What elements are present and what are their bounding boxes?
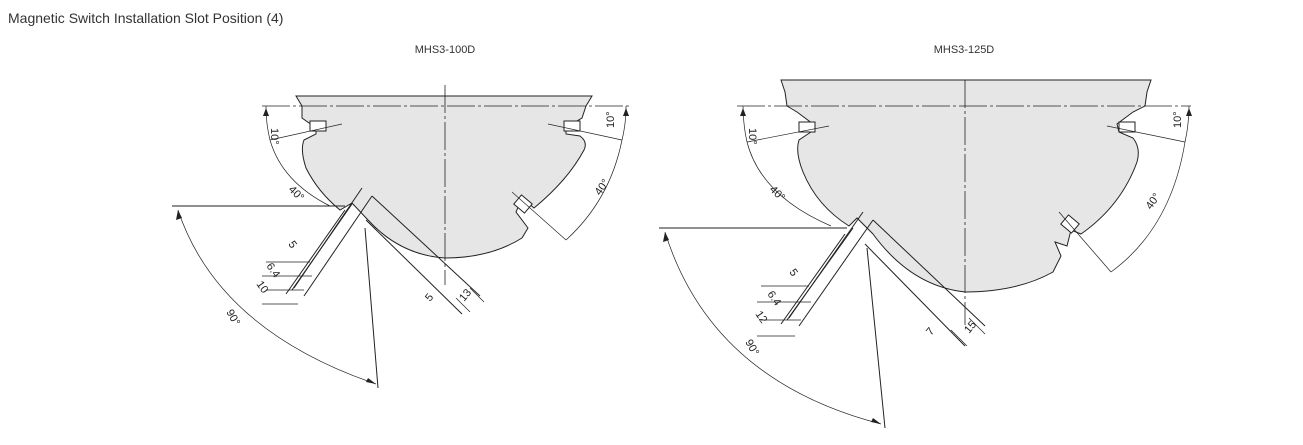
angle-label-bottom: 90° [223,308,242,328]
slot-top-left [798,121,816,133]
diagram-svg-100d: MHS3-100D 10° 10° 40° 40° 90° [172,44,630,389]
slot-line-top-left [269,123,343,141]
diagonal-slot [780,211,986,347]
diagram-mhs3-125d: MHS3-125D 10° 10° 40° 40° 90° [651,0,1302,445]
ref-line-90-vertical [364,227,379,389]
angle-label-right: 40° [1144,191,1163,212]
dim-label-d4: 5 [423,292,436,304]
dim-label-d1: 5 [286,239,299,251]
ref-line-90-vertical [866,247,886,429]
cylinder-body [780,79,1152,293]
arc-90 [177,209,377,385]
page-title: Magnetic Switch Installation Slot Positi… [8,10,284,26]
angle-label-top-left: 10° [746,128,758,145]
diagram-svg-125d: MHS3-125D 10° 10° 40° 40° 90° [659,44,1192,429]
arc-90 [664,231,882,425]
angle-label-top-right: 10° [1172,111,1184,128]
slot-dimension-ticks [757,285,986,347]
model-label: MHS3-125D [934,44,995,56]
model-label: MHS3-100D [415,44,476,56]
slot-right [513,194,533,214]
arc-40-right [1110,141,1186,273]
dim-label-d3: 12 [753,309,770,326]
angle-label-left: 40° [767,184,787,204]
slot-top-right [563,120,581,132]
diagram-mhs3-100d: MHS3-100D 10° 10° 40° 40° 90° [0,0,651,445]
slot-line-right [511,191,567,241]
angle-label-left: 40° [286,184,306,204]
angle-label-bottom: 90° [742,338,761,358]
slot-dimension-ticks [262,261,485,313]
cylinder-body [295,95,593,259]
slot-top-right [1118,121,1136,133]
arc-40-right [565,139,623,241]
arc-40-left [746,141,832,227]
slot-line-top-right [547,123,623,141]
slot-line-top-left [746,125,830,143]
dim-label-d2: 6.4 [765,289,784,308]
slot-line-top-right [1106,125,1186,143]
dim-label-d1: 5 [787,267,800,279]
angle-label-top-right: 10° [605,111,617,128]
slot-top-left [309,120,327,132]
arc-40-left [269,139,331,207]
dim-label-d4: 7 [924,326,937,338]
dim-label-d2: 6.4 [264,261,283,280]
angle-label-top-left: 10° [268,128,280,145]
slot-line-right [1058,211,1112,273]
dim-label-d3: 10 [254,279,271,296]
